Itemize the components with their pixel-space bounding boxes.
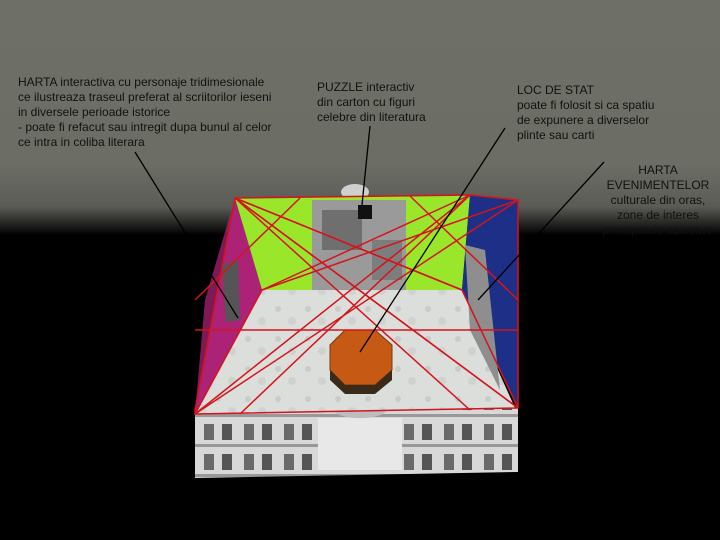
octagonal-table (329, 329, 393, 394)
annotation-pointers (134, 125, 605, 353)
facade-doorway (318, 418, 402, 470)
right-wall-map-panel (465, 245, 500, 390)
left-wall-map-panel (222, 260, 240, 322)
annotation-seating-area: LOC DE STAT poate fi folosit si ca spati… (517, 83, 655, 142)
annotation-interactive-map: HARTA interactiva cu personaje tridimesi… (18, 75, 272, 149)
rope-structure (194, 194, 519, 415)
annotation-puzzle: PUZZLE interactiv din carton cu figuri c… (317, 80, 426, 124)
annotation-events-map: HARTA EVENIMENTELOR culturale din oras, … (602, 163, 714, 237)
